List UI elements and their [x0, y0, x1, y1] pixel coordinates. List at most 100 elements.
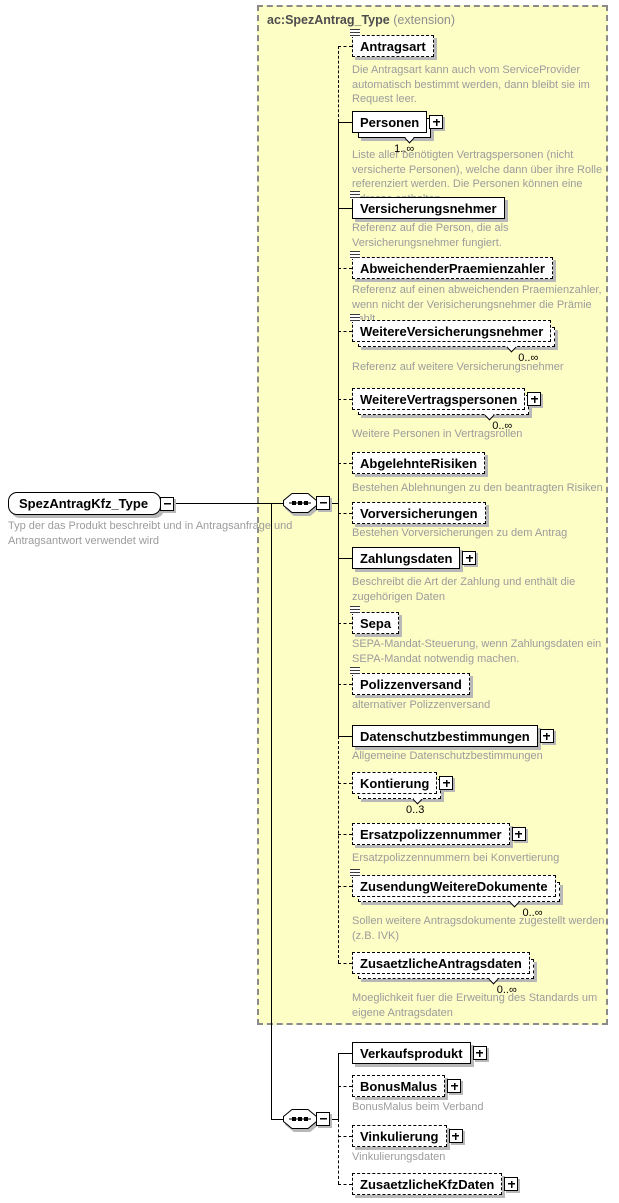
element-description: Moeglichkeit fuer die Erweitung des Stan…	[352, 992, 598, 1019]
element-name: WeitereVertragspersonen	[360, 392, 518, 407]
element-box[interactable]: Zahlungsdaten	[352, 547, 477, 569]
expand-icon[interactable]	[472, 1046, 487, 1060]
element-personen: Personen 1..∞ Liste aller benötigten Ver…	[352, 111, 614, 206]
expand-icon[interactable]	[439, 776, 454, 790]
expand-icon[interactable]	[462, 551, 477, 565]
stub-weitereversicherungsnehmer	[338, 331, 352, 332]
root-type-name: SpezAntragKfz_Type	[19, 496, 149, 511]
element-description: Die Antragsart kann auch vom ServiceProv…	[352, 64, 590, 105]
connector-seq1-out	[330, 503, 338, 504]
sequence-compositor-icon	[283, 1109, 317, 1129]
expand-icon[interactable]	[539, 729, 554, 743]
element-box[interactable]: AbgelehnteRisiken	[352, 452, 486, 474]
element-description: BonusMalus beim Verband	[352, 1101, 484, 1113]
element-box[interactable]: Polizzenversand	[350, 667, 470, 695]
expand-icon[interactable]	[511, 827, 526, 841]
annotation-icon	[350, 606, 360, 614]
element-box[interactable]: Datenschutzbestimmungen	[352, 725, 554, 747]
element-description: SEPA-Mandat-Steuerung, wenn Zahlungsdate…	[352, 638, 602, 665]
extension-kind-label: (extension)	[393, 13, 456, 27]
element-box[interactable]: BonusMalus	[352, 1075, 462, 1097]
element-verkaufsprodukt: Verkaufsprodukt	[352, 1042, 614, 1064]
element-zusendungweiteredokumente: ZusendungWeitereDokumente 0..∞ Sollen we…	[350, 869, 614, 943]
expand-icon[interactable]	[504, 1177, 519, 1191]
element-box[interactable]: Personen 1..∞	[352, 111, 444, 155]
element-polizzenversand: Polizzenversand alternativer Polizzenver…	[350, 667, 614, 713]
element-description: Sollen weitere Antragsdokumente zugestel…	[352, 915, 605, 942]
element-name: Vorversicherungen	[360, 506, 478, 521]
collapse-icon[interactable]	[160, 497, 175, 511]
element-bonusmalus: BonusMalus BonusMalus beim Verband	[352, 1075, 614, 1115]
cardinality-label: 0..∞	[496, 984, 517, 996]
annotation-icon	[350, 251, 360, 259]
element-box[interactable]: Verkaufsprodukt	[352, 1042, 487, 1064]
element-name: AbgelehnteRisiken	[360, 456, 478, 471]
element-name: ZusendungWeitereDokumente	[360, 879, 548, 894]
stub-abweichenderpraemienzahler	[338, 268, 352, 269]
stub-antragsart	[338, 46, 352, 47]
element-description: Ersatzpolizzennummern bei Konvertierung	[352, 852, 560, 864]
element-description: Weitere Personen in Vertragsrollen	[352, 428, 523, 440]
expand-icon[interactable]	[429, 115, 444, 129]
element-antragsart: Antragsart Die Antragsart kann auch vom …	[350, 29, 614, 107]
cardinality-label: 1..∞	[394, 143, 415, 155]
stub-ersatzpolizzennummer	[338, 834, 352, 835]
repeat-chevron-icon	[509, 897, 520, 908]
element-name: Versicherungsnehmer	[360, 201, 497, 216]
element-name: Ersatzpolizzennummer	[360, 827, 502, 842]
element-description: alternativer Polizzenversand	[352, 699, 491, 711]
sequence-compositor-icon	[283, 493, 317, 513]
stub-weiterevertragspersonen	[338, 399, 352, 400]
element-name: ZusaetzlicheKfzDaten	[360, 1177, 495, 1192]
element-name: Datenschutzbestimmungen	[360, 729, 530, 744]
element-name: Verkaufsprodukt	[360, 1046, 463, 1061]
element-box[interactable]: ZusaetzlicheAntragsdaten 0..∞	[352, 952, 534, 996]
cardinality-label: 0..∞	[518, 352, 539, 364]
element-description: Referenz auf weitere Versicherungsnehmer	[352, 361, 564, 373]
element-zusaetzlichekfzdaten: ZusaetzlicheKfzDaten	[352, 1173, 614, 1195]
stub-vorversicherungen	[338, 513, 352, 514]
element-box[interactable]: WeitereVertragspersonen 0..∞	[352, 388, 542, 432]
element-box[interactable]: Ersatzpolizzennummer	[352, 823, 526, 845]
element-name: Sepa	[360, 616, 392, 631]
element-vorversicherungen: Vorversicherungen Bestehen Vorversicheru…	[352, 502, 614, 541]
connector-root-to-sequence	[141, 503, 283, 504]
element-datenschutzbestimmungen: Datenschutzbestimmungen Allgemeine Daten…	[352, 725, 614, 764]
element-box[interactable]: AbweichenderPraemienzahler	[350, 251, 553, 279]
element-box[interactable]: Vorversicherungen	[352, 502, 486, 524]
annotation-icon	[350, 314, 360, 322]
stub-sepa	[338, 623, 352, 624]
element-box[interactable]: Antragsart	[350, 29, 434, 57]
stub-zusendungweiteredokumente	[338, 886, 352, 887]
stub-bonusmalus	[338, 1086, 352, 1087]
expand-icon[interactable]	[447, 1079, 462, 1093]
element-box[interactable]: WeitereVersicherungsnehmer 0..∞	[350, 314, 556, 364]
element-box[interactable]: ZusendungWeitereDokumente 0..∞	[350, 869, 560, 919]
element-description: Bestehen Vorversicherungen zu dem Antrag	[352, 527, 568, 539]
expand-icon[interactable]	[448, 1129, 463, 1143]
element-abgelehnterisiken: AbgelehnteRisiken Bestehen Ablehnungen z…	[352, 452, 614, 496]
element-name: AbweichenderPraemienzahler	[360, 261, 545, 276]
element-box[interactable]: Vinkulierung	[352, 1125, 463, 1147]
repeat-chevron-icon	[506, 342, 517, 353]
extension-panel-title: ac:SpezAntrag_Type (extension)	[267, 13, 455, 27]
root-node: SpezAntragKfz_Type Typ der das Produkt b…	[8, 492, 320, 548]
element-abweichenderpraemienzahler: AbweichenderPraemienzahler Referenz auf …	[350, 251, 614, 327]
stub-zusaetzlicheantragsdaten	[338, 963, 352, 964]
root-type-box[interactable]: SpezAntragKfz_Type	[8, 492, 175, 515]
element-kontierung: Kontierung 0..3	[352, 772, 614, 816]
sequence2-collapse-icon[interactable]	[316, 1112, 330, 1126]
sequence1-collapse-icon[interactable]	[316, 496, 330, 510]
element-box[interactable]: Versicherungsnehmer	[350, 191, 505, 219]
element-box[interactable]: Sepa	[350, 606, 400, 634]
element-name: ZusaetzlicheAntragsdaten	[360, 956, 522, 971]
element-box[interactable]: ZusaetzlicheKfzDaten	[352, 1173, 519, 1195]
expand-icon[interactable]	[527, 392, 542, 406]
trunk2-dashed	[338, 1119, 339, 1184]
element-description: Referenz auf die Person, die als Versich…	[352, 222, 509, 249]
connector-trunk-left	[271, 503, 272, 1119]
element-ersatzpolizzennummer: Ersatzpolizzennummer Ersatzpolizzennumme…	[352, 823, 614, 866]
element-box[interactable]: Kontierung 0..3	[352, 772, 454, 816]
stub-vinkulierung	[338, 1136, 352, 1137]
element-name: Kontierung	[360, 776, 430, 791]
